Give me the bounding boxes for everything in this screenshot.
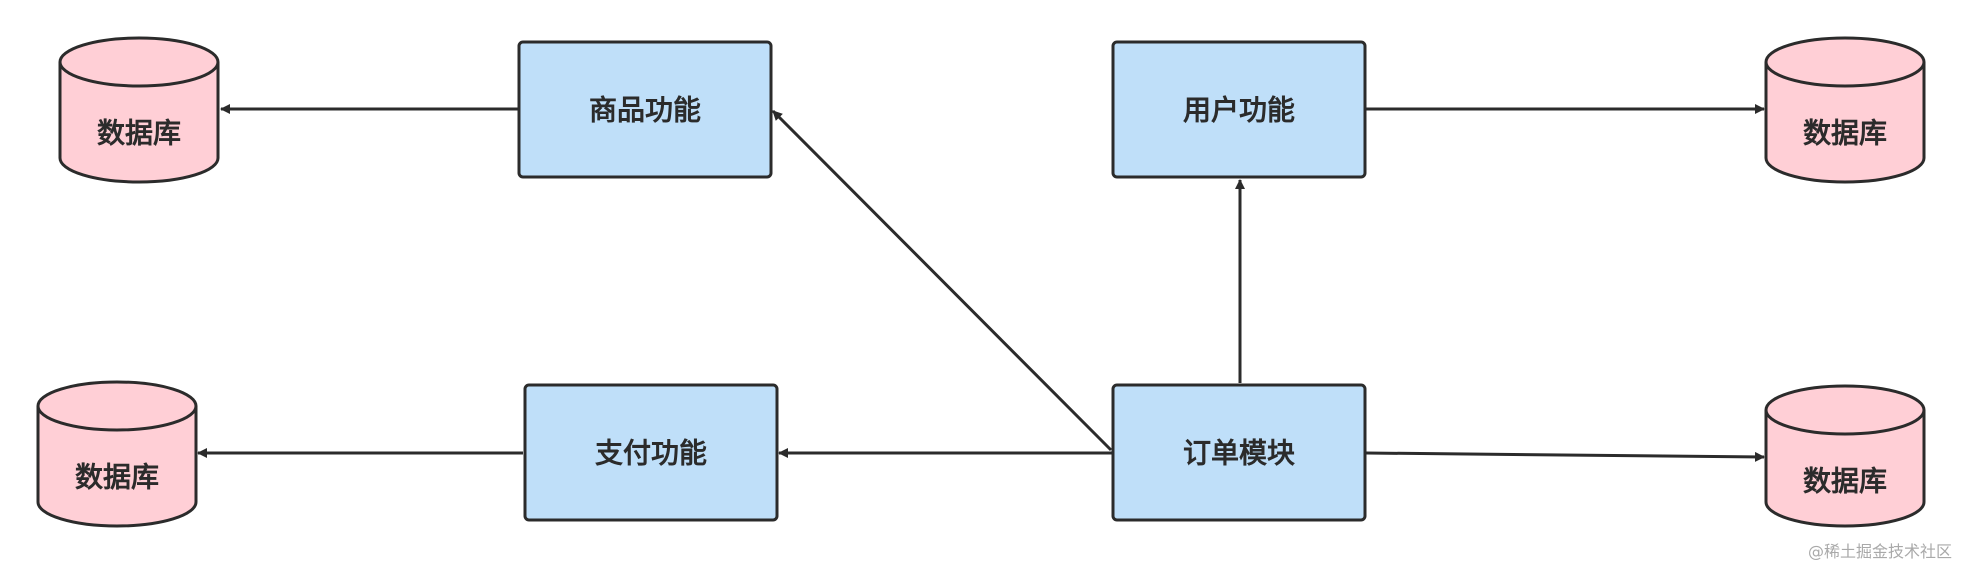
node-order-label: 订单模块 (1183, 437, 1295, 470)
watermark: @稀土掘金技术社区 (1807, 542, 1952, 561)
database-bottom-left-label: 数据库 (75, 461, 159, 494)
node-user-label: 用户功能 (1183, 94, 1295, 127)
database-top-right-label: 数据库 (1803, 117, 1887, 150)
edge-order-to-db (1365, 451, 1765, 462)
node-payment-label: 支付功能 (595, 437, 707, 470)
database-bottom-right: 数据库 (1764, 384, 1926, 528)
database-bottom-right-label: 数据库 (1803, 465, 1887, 498)
edge-order-to-product (771, 109, 1113, 452)
database-top-left: 数据库 (58, 36, 220, 184)
node-user: 用户功能 (1111, 40, 1367, 179)
node-product: 商品功能 (517, 40, 773, 179)
database-bottom-left: 数据库 (36, 380, 198, 528)
node-order: 订单模块 (1111, 383, 1367, 522)
node-payment: 支付功能 (523, 383, 779, 522)
database-top-left-label: 数据库 (97, 117, 181, 150)
database-top-right: 数据库 (1764, 36, 1926, 184)
node-product-label: 商品功能 (589, 94, 701, 127)
